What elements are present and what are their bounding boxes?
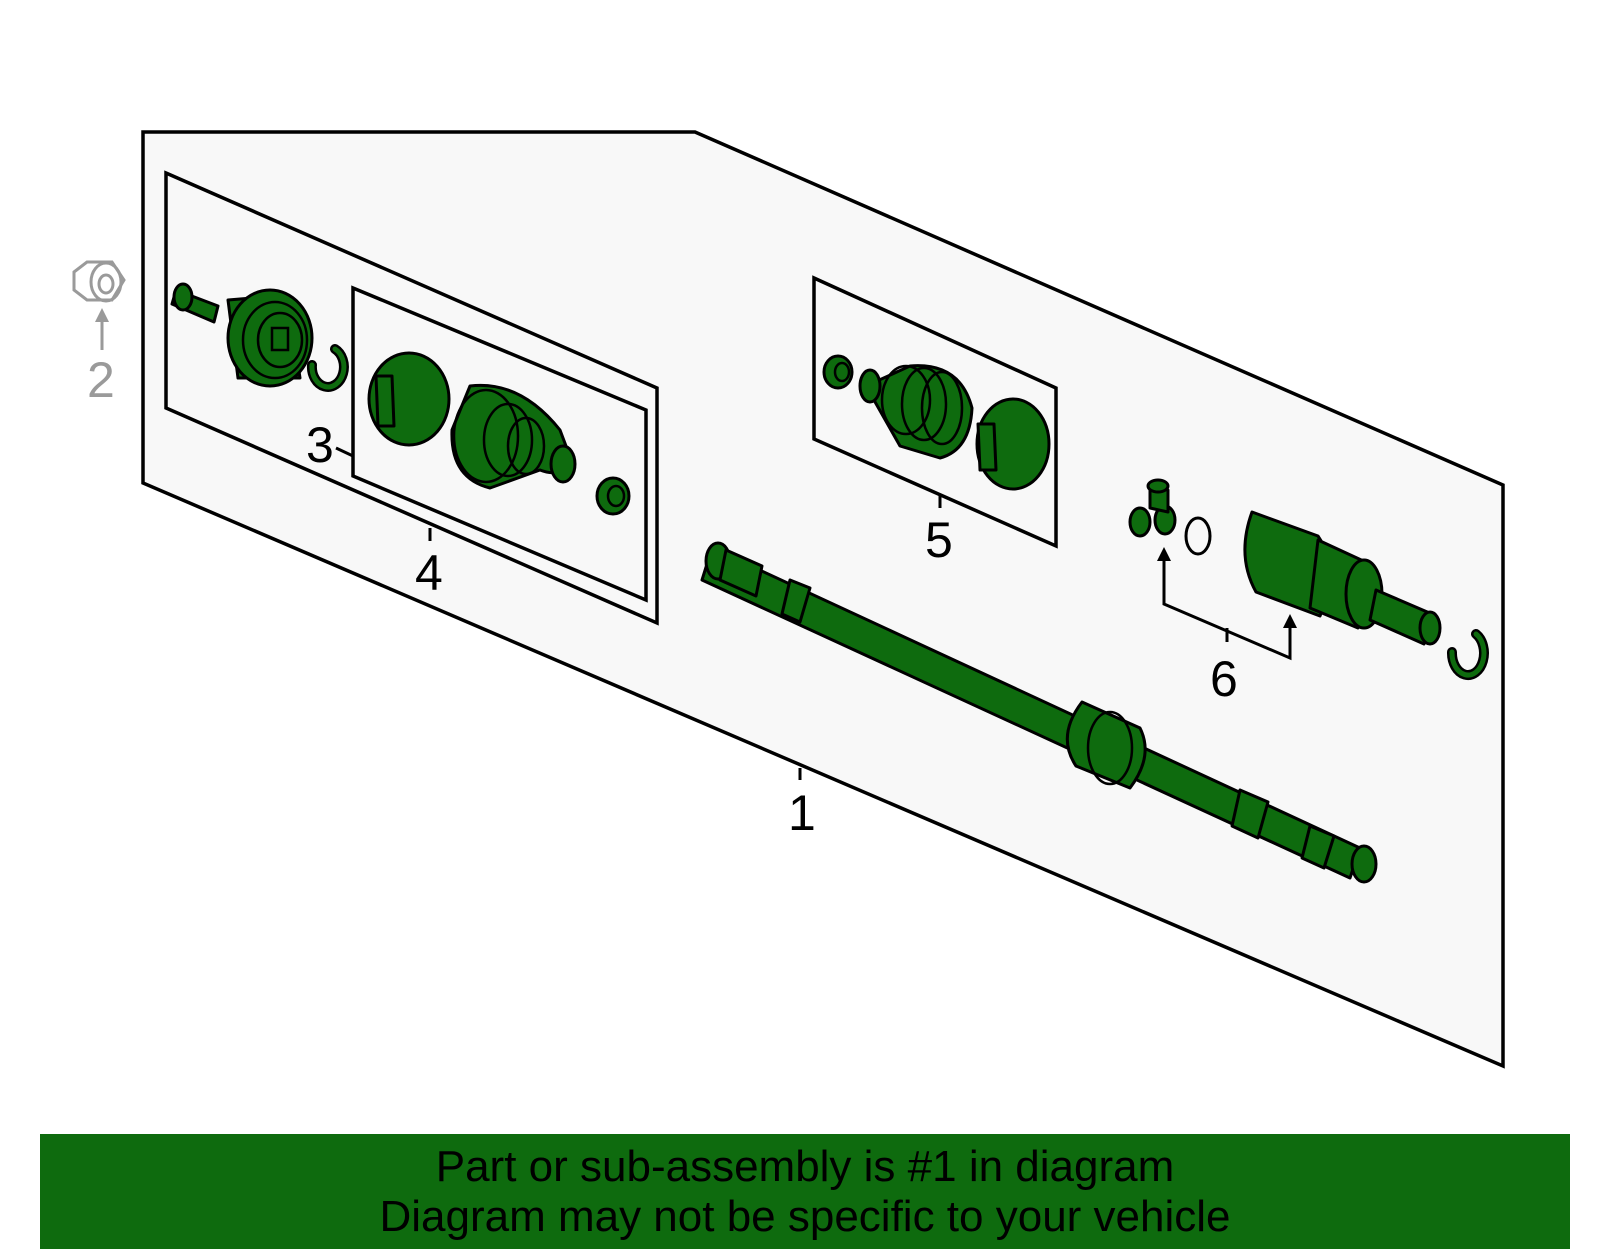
arrow-6b — [1283, 614, 1297, 628]
arrow-2 — [95, 308, 109, 322]
arrow-6a — [1157, 547, 1171, 561]
banner-line-1: Part or sub-assembly is #1 in diagram — [435, 1142, 1175, 1191]
outer-boot-clamp-icon[interactable] — [367, 351, 451, 447]
outer-cv-joint-icon[interactable] — [170, 282, 314, 388]
spider-tripod-icon[interactable] — [1128, 478, 1177, 538]
outer-boot-icon[interactable] — [450, 383, 577, 490]
kit-box-3 — [351, 285, 648, 603]
inner-boot-icon[interactable] — [858, 364, 974, 460]
inner-cv-housing-icon[interactable] — [1243, 510, 1442, 646]
kit-box-4 — [164, 170, 659, 626]
snap-ring-icon[interactable] — [1184, 516, 1212, 556]
callout-5[interactable]: 5 — [925, 512, 953, 568]
callout-6[interactable]: 6 — [1210, 651, 1238, 707]
disclaimer-banner: Part or sub-assembly is #1 in diagram Di… — [40, 1134, 1570, 1249]
leader-6 — [1162, 553, 1292, 661]
inner-boot-clamp-icon[interactable] — [975, 397, 1051, 491]
callout-3[interactable]: 3 — [306, 417, 334, 473]
inner-clamp-small-icon[interactable] — [822, 354, 854, 390]
callout-4[interactable]: 4 — [415, 545, 443, 601]
clamp-small-icon[interactable] — [595, 476, 631, 516]
axle-shaft-icon[interactable] — [700, 541, 1378, 884]
callout-1[interactable]: 1 — [788, 785, 816, 841]
kit-box-5 — [812, 275, 1058, 549]
nut-2-icon[interactable] — [72, 260, 126, 303]
banner-line-2: Diagram may not be specific to your vehi… — [379, 1192, 1231, 1241]
leader-3 — [335, 446, 354, 458]
callout-2[interactable]: 2 — [87, 352, 115, 408]
